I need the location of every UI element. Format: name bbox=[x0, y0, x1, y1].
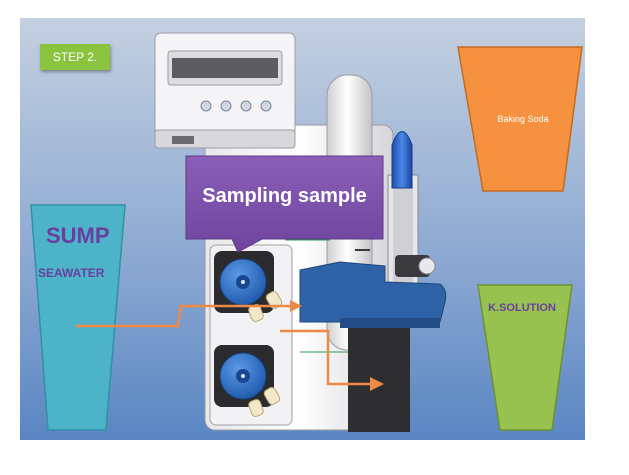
step-badge: STEP 2. bbox=[40, 44, 110, 70]
flow-arrow-pump-to-chamber bbox=[280, 329, 370, 386]
platform-edge bbox=[340, 318, 440, 328]
pump-2-fitting-right bbox=[263, 387, 281, 405]
connector-port bbox=[172, 136, 194, 144]
sump-container bbox=[30, 204, 126, 431]
flow-arrow-sump-to-pump bbox=[76, 304, 290, 328]
dosing-platform bbox=[299, 261, 447, 323]
pump-2-fitting-bottom bbox=[248, 399, 264, 417]
flow-arrowhead-1 bbox=[290, 300, 302, 312]
reaction-chamber bbox=[348, 315, 410, 432]
clamp-knob bbox=[418, 257, 436, 275]
sump-title: SUMP bbox=[46, 223, 110, 248]
flow-arrowhead-2 bbox=[370, 377, 384, 391]
baking-soda-label: Baking Soda bbox=[497, 114, 549, 124]
baking-soda-container bbox=[457, 46, 583, 192]
callout-label: Sampling sample bbox=[202, 185, 367, 207]
probe-cap bbox=[391, 131, 413, 189]
control-button-3 bbox=[240, 100, 252, 112]
control-button-4 bbox=[260, 100, 272, 112]
k-solution-container bbox=[477, 284, 573, 431]
control-button-2 bbox=[220, 100, 232, 112]
callout-shape bbox=[185, 155, 384, 253]
pump-1-axle bbox=[241, 280, 245, 284]
control-button-1 bbox=[200, 100, 212, 112]
pump-2-axle bbox=[241, 374, 245, 378]
sump-subtitle: SEAWATER bbox=[38, 266, 105, 280]
k-solution-label: K.SOLUTION bbox=[488, 302, 556, 314]
lcd-screen bbox=[172, 58, 278, 78]
